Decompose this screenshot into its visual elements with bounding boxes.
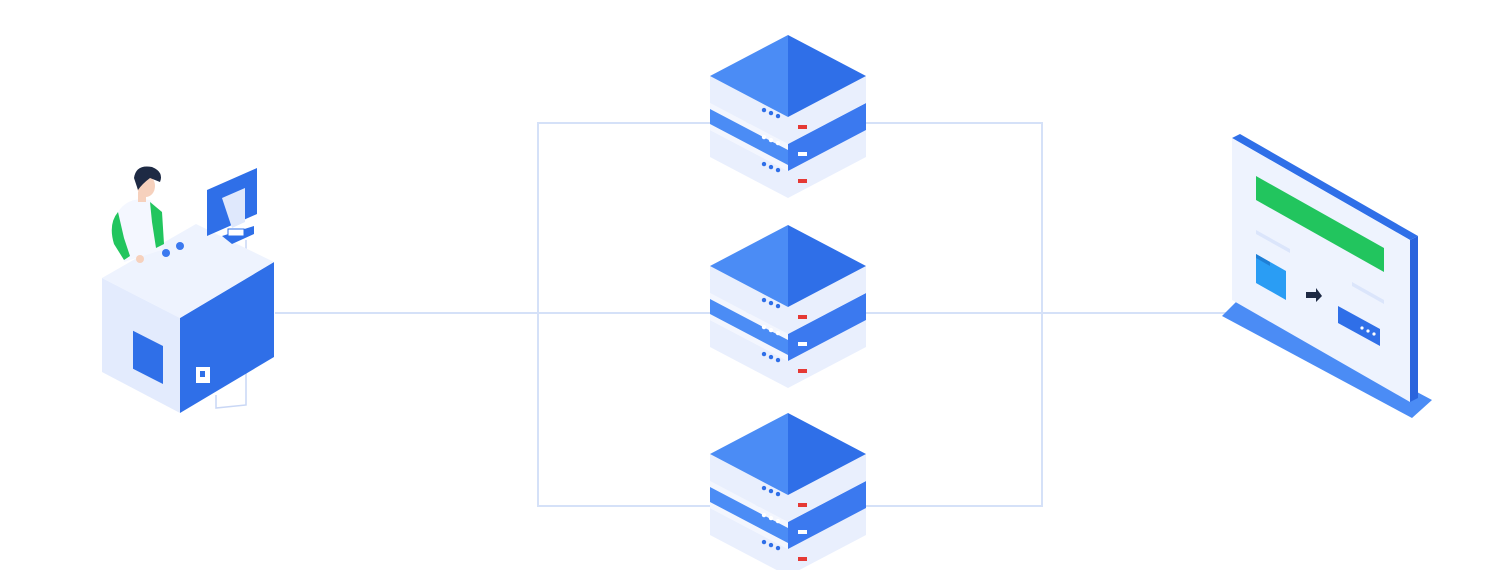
monitor-screen-server-led-1 <box>1360 326 1364 330</box>
server-layer-right-face <box>788 76 866 144</box>
server-layer-right-face <box>788 454 866 522</box>
person-hand <box>136 255 144 263</box>
server-indicator-dot <box>775 140 781 146</box>
server-indicator-dot <box>761 485 767 491</box>
server-status-led <box>798 152 807 156</box>
server-indicator-dot <box>761 512 767 518</box>
monitor-screen-folder-tab <box>1256 254 1270 266</box>
server-status-led <box>798 315 807 319</box>
server-top-right <box>788 225 866 307</box>
server-layer-stripe <box>710 487 788 543</box>
server-indicator-dot <box>775 491 781 497</box>
server-indicator-dot <box>761 539 767 545</box>
monitor-screen-bar <box>1256 176 1384 272</box>
person-figure <box>111 166 164 263</box>
person-hair <box>134 166 161 190</box>
server-indicator-dot <box>768 300 774 306</box>
server-indicator-dot <box>768 137 774 143</box>
monitor-frame-right <box>1410 236 1418 402</box>
server-layer-left-face <box>710 266 788 334</box>
server-indicator-dot <box>775 167 781 173</box>
server-top-left <box>710 413 788 495</box>
server-indicator-dot <box>768 164 774 170</box>
server-stack-icon <box>710 35 866 198</box>
server-indicator-dot <box>768 327 774 333</box>
server-indicator-dot <box>768 110 774 116</box>
server-stack-icon <box>710 413 866 570</box>
server-indicator-dot <box>768 542 774 548</box>
server-top-left <box>710 225 788 307</box>
server-indicator-dot <box>768 488 774 494</box>
person-neck <box>138 192 146 202</box>
monitor-screen-folder <box>1256 254 1286 300</box>
server-status-led <box>798 369 807 373</box>
server-indicator-dot <box>775 303 781 309</box>
server-layer-right-face <box>788 103 866 171</box>
server-indicator-dot <box>775 357 781 363</box>
monitor-base <box>1222 298 1432 418</box>
monitor-screen-arrow <box>1306 288 1322 302</box>
server-stack-icon <box>710 225 866 388</box>
server-layer-left-face <box>710 320 788 388</box>
server-indicator-dot <box>775 113 781 119</box>
server-layer-right-face <box>788 481 866 549</box>
server-group <box>710 35 866 570</box>
kiosk-terminal-icon <box>102 166 274 413</box>
server-status-led <box>798 179 807 183</box>
kiosk-phone <box>227 228 245 237</box>
server-indicator-dot <box>761 324 767 330</box>
server-indicator-dot <box>761 107 767 113</box>
server-indicator-dot <box>768 515 774 521</box>
monitor-screen-server-led-2 <box>1366 329 1370 333</box>
monitor-screen-server-box <box>1338 306 1380 346</box>
monitor-screen-server-led-3 <box>1372 332 1376 336</box>
kiosk-top-face <box>102 224 274 318</box>
person-sleeve-right <box>150 202 164 248</box>
kiosk-monitor-screen <box>222 188 245 228</box>
server-layer-stripe <box>710 299 788 355</box>
server-layer-left-face <box>710 508 788 570</box>
server-layer-right-face <box>788 130 866 198</box>
monitor-screen-line-2 <box>1352 282 1384 304</box>
monitor-frame-side <box>1232 134 1418 240</box>
server-layer-left-face <box>710 130 788 198</box>
server-layer-stripe <box>710 109 788 165</box>
server-indicator-dot <box>775 518 781 524</box>
server-status-led <box>798 342 807 346</box>
server-top-right <box>788 35 866 117</box>
kiosk-button-1 <box>162 249 170 257</box>
person-torso <box>118 199 162 262</box>
kiosk-front-panel <box>133 330 163 385</box>
server-status-led <box>798 557 807 561</box>
server-top-left <box>710 35 788 117</box>
person-sleeve-left <box>111 212 130 260</box>
server-indicator-dot <box>775 545 781 551</box>
kiosk-socket-hole <box>200 371 205 377</box>
monitor-display-icon <box>1222 134 1432 418</box>
server-status-led <box>798 503 807 507</box>
server-indicator-dot <box>775 330 781 336</box>
server-status-led <box>798 125 807 129</box>
server-indicator-dot <box>761 161 767 167</box>
server-indicator-dot <box>761 297 767 303</box>
server-layer-right-face <box>788 320 866 388</box>
server-indicator-dot <box>761 134 767 140</box>
server-status-led <box>798 530 807 534</box>
server-layer-right-face <box>788 266 866 334</box>
server-layer-right-face <box>788 293 866 361</box>
server-layer-left-face <box>710 454 788 522</box>
server-indicator-dot <box>761 351 767 357</box>
server-top-right <box>788 413 866 495</box>
kiosk-button-2 <box>176 242 184 250</box>
server-layer-right-face <box>788 508 866 570</box>
monitor-screen-line-1 <box>1256 230 1290 253</box>
server-indicator-dot <box>768 354 774 360</box>
server-layer-left-face <box>710 76 788 144</box>
